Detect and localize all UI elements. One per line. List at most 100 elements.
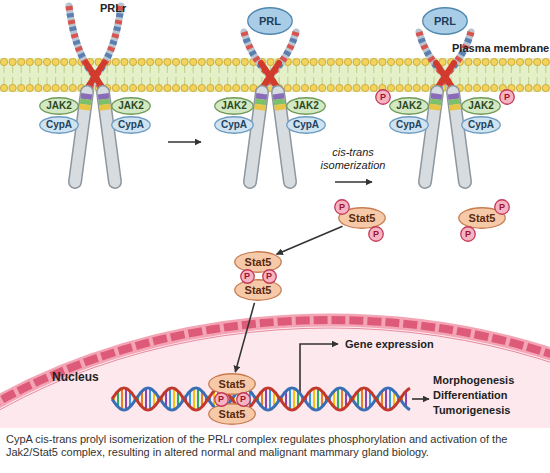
stat5-oval: Stat5 (208, 373, 256, 395)
receptor-band (430, 99, 442, 104)
node-shape (214, 392, 228, 406)
lipid-tail (201, 77, 202, 85)
kinase-oval: JAK2 (214, 97, 254, 115)
lipid-tail (150, 65, 151, 73)
lipid-tail (244, 77, 245, 85)
lipid-head (164, 58, 171, 65)
receptor-chain (419, 32, 453, 92)
lipid-head (164, 84, 171, 91)
lipid-head (241, 84, 248, 91)
lipid-head (465, 84, 472, 91)
translocation-arrow (235, 303, 254, 372)
lipid-tail (382, 65, 383, 73)
kinase-oval: JAK2 (39, 97, 79, 115)
lipid-head (310, 84, 317, 91)
lipid-tail (46, 65, 47, 73)
receptor-band (254, 105, 266, 110)
lipid-tail (373, 77, 374, 85)
lipid-head (181, 84, 188, 91)
lipid-tail (227, 65, 228, 73)
lipid-tail (468, 77, 469, 85)
base-pair (197, 388, 199, 409)
lipid-head (233, 84, 240, 91)
lipid-tail (253, 65, 254, 73)
lipid-head (26, 84, 33, 91)
lipid-tail (12, 65, 13, 73)
lipid-tail (132, 77, 133, 85)
stat5-oval: Stat5 (234, 279, 282, 301)
compartment-label: Nucleus (52, 370, 122, 384)
node-shape (209, 404, 256, 425)
lipid-tail (425, 65, 426, 73)
lipid-head (516, 58, 523, 65)
node-text: P (334, 199, 350, 215)
phosphate-circle: P (368, 226, 384, 242)
lipid-tail (330, 77, 331, 85)
lipid-tail (107, 77, 108, 85)
lipid-head (310, 58, 317, 65)
lipid-tail (287, 65, 288, 73)
node-text: P (499, 89, 515, 105)
lipid-tail (38, 65, 39, 73)
lipid-tail (433, 77, 434, 85)
base-pair (341, 388, 343, 409)
base-pair (121, 388, 123, 409)
lipid-tail (115, 77, 116, 85)
lipid-head (18, 58, 25, 65)
node-text: P (236, 392, 251, 407)
lipid-tail (356, 65, 357, 73)
lipid-head (35, 84, 42, 91)
receptor-band (274, 105, 286, 110)
lipid-tail (81, 65, 82, 73)
lipid-tail (167, 77, 168, 85)
outcome-label: Morphogenesis (433, 374, 548, 387)
node-text: P (240, 269, 255, 284)
node-shape (40, 98, 79, 115)
lipid-tail (210, 77, 211, 85)
lipid-tail (107, 65, 108, 73)
background-art (0, 6, 550, 473)
lipid-head (405, 58, 412, 65)
kinase-oval: JAK2 (111, 97, 151, 115)
lipid-head (301, 58, 308, 65)
lipid-tail (399, 77, 400, 85)
receptor-band (448, 94, 460, 99)
lipid-head (233, 58, 240, 65)
phosphate-circle: P (240, 269, 255, 284)
receptor-chain (69, 6, 103, 92)
lipid-head (112, 84, 119, 91)
caption-background (0, 428, 550, 473)
base-pair (385, 388, 387, 409)
outcome-label: Differentiation (433, 389, 548, 402)
lipid-tail (459, 65, 460, 73)
lipid-tail (184, 65, 185, 73)
lipid-head (26, 58, 33, 65)
node-text: JAK2 (214, 97, 254, 115)
receptor-band (80, 99, 92, 104)
lipid-head (542, 58, 549, 65)
receptor-band (273, 94, 285, 99)
lipid-head (215, 84, 222, 91)
base-pair (337, 388, 339, 409)
lipid-head (207, 84, 214, 91)
lipid-tail (408, 77, 409, 85)
lipid-head (112, 58, 119, 65)
lipid-head (327, 84, 334, 91)
receptor-label: PRLr (100, 2, 160, 15)
node-text: CypA (389, 116, 429, 134)
lipid-tail (175, 65, 176, 73)
lipid-head (508, 58, 515, 65)
node-text: JAK2 (286, 97, 326, 115)
lipid-tail (519, 65, 520, 73)
node-shape (112, 117, 151, 134)
node-shape (287, 117, 326, 134)
lipid-tail (150, 77, 151, 85)
lipid-tail (210, 65, 211, 73)
translocation-arrow (277, 226, 343, 254)
lipid-tail (236, 77, 237, 85)
node-shape (423, 8, 468, 35)
lipid-head (147, 58, 154, 65)
lipid-head (198, 58, 205, 65)
receptor-band (79, 105, 91, 110)
